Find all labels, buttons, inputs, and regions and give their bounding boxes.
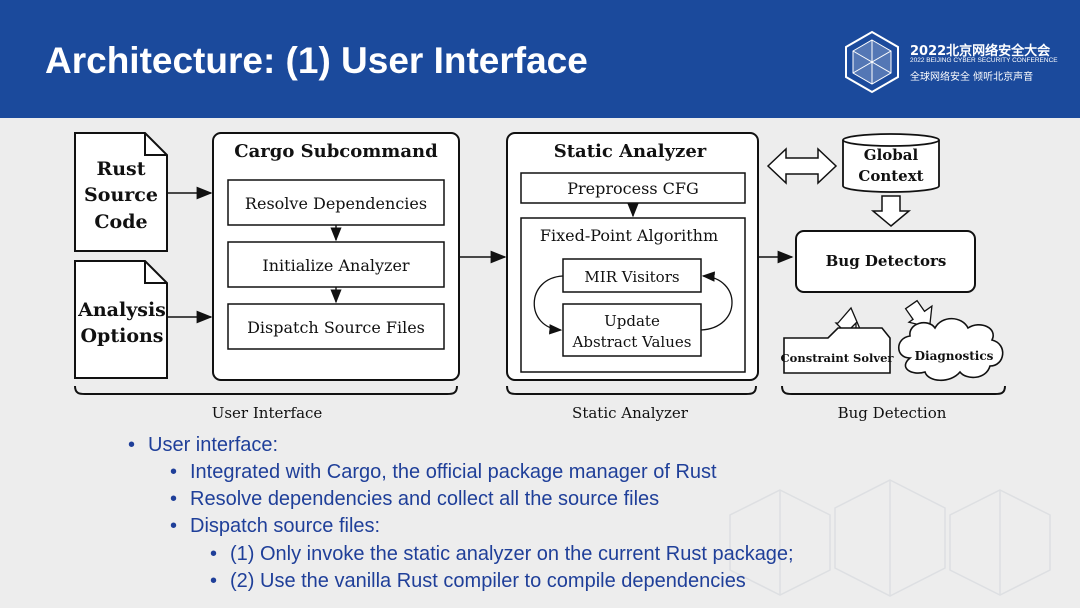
preprocess-cfg-label: Preprocess CFG <box>567 179 698 198</box>
conference-name-cn: 2022北京网络安全大会 <box>910 44 1051 59</box>
analysis-options-line-2: Options <box>80 325 163 347</box>
bullet-text: (1) Only invoke the static analyzer on t… <box>230 543 794 565</box>
bullet-text: Integrated with Cargo, the official pack… <box>190 461 717 483</box>
rust-source-line-1: Rust <box>96 158 145 180</box>
bullet-item: •Resolve dependencies and collect all th… <box>170 488 660 510</box>
update-label-line-1: Update <box>604 312 660 330</box>
rust-source-line-2: Source <box>84 184 158 206</box>
slide-title: Architecture: (1) User Interface <box>45 40 588 81</box>
bullet-text: Dispatch source files: <box>190 515 381 537</box>
initialize-analyzer-label: Initialize Analyzer <box>262 256 410 275</box>
analysis-options-doc: Analysis Options <box>74 260 168 379</box>
mir-visitors-label: MIR Visitors <box>584 268 679 286</box>
rust-source-code-doc: Rust Source Code <box>74 132 168 252</box>
conference-slogan: 全球网络安全 倾听北京声音 <box>910 72 1034 83</box>
bullet-list: •User interface: •Integrated with Cargo,… <box>0 428 1080 608</box>
dispatch-source-files-box <box>227 303 445 350</box>
global-context-line-1: Global <box>864 146 919 164</box>
static-analyzer-box: Static Analyzer Preprocess CFG Fixed-Poi… <box>506 132 759 381</box>
static-analyzer-brace <box>506 385 757 395</box>
fixed-point-algorithm-label: Fixed-Point Algorithm <box>540 226 718 245</box>
block-arrow-down-icon <box>870 195 912 227</box>
diagnostics-label: Diagnostics <box>915 349 994 363</box>
group-label-user-interface: User Interface <box>212 404 323 422</box>
bullet-item: •(1) Only invoke the static analyzer on … <box>210 543 794 565</box>
group-label-bug-detection: Bug Detection <box>838 404 947 422</box>
static-analyzer-title: Static Analyzer <box>554 141 707 162</box>
update-abstract-values-box <box>562 303 702 357</box>
resolve-dependencies-label: Resolve Dependencies <box>245 194 427 213</box>
dispatch-source-files-label: Dispatch Source Files <box>247 318 425 337</box>
double-arrow-icon <box>766 147 838 185</box>
block-arrow-diag-icon <box>904 299 933 329</box>
global-context-line-2: Context <box>858 167 923 185</box>
group-label-static-analyzer: Static Analyzer <box>572 404 689 422</box>
diagnostics-cloud: Diagnostics <box>897 317 1004 382</box>
bullet-item: •Integrated with Cargo, the official pac… <box>170 461 717 483</box>
conference-name-en: 2022 BEIJING CYBER SECURITY CONFERENCE <box>910 57 1058 64</box>
rust-source-line-3: Code <box>94 211 147 233</box>
conference-logo-icon <box>845 30 899 94</box>
mir-visitors-box <box>562 258 702 293</box>
architecture-diagram: Rust Source Code Analysis Options Cargo … <box>74 132 1006 422</box>
bug-detectors-box <box>795 230 976 293</box>
title-bar: Architecture: (1) User Interface 2022北京网… <box>0 0 1080 118</box>
cargo-subcommand-box: Cargo Subcommand Resolve Dependencies In… <box>212 132 460 381</box>
user-interface-brace <box>74 385 458 395</box>
bullet-item: •Dispatch source files: <box>170 515 381 537</box>
bug-detection-brace <box>781 385 1006 395</box>
bullet-text: User interface: <box>148 434 279 456</box>
bullet-item: •User interface: <box>128 434 279 456</box>
update-label-line-2: Abstract Values <box>572 333 692 351</box>
constraint-solver-folder: Constraint Solver <box>781 327 895 374</box>
background-watermark-icon <box>729 479 1051 597</box>
constraint-solver-label: Constraint Solver <box>781 351 895 365</box>
analysis-options-line-1: Analysis <box>77 299 166 321</box>
loop-arrow-right <box>700 271 733 331</box>
bullet-item: •(2) Use the vanilla Rust compiler to co… <box>210 570 746 592</box>
loop-arrow-left <box>533 275 564 335</box>
bug-detectors-label: Bug Detectors <box>826 252 947 270</box>
global-context-db: Global Context <box>842 133 940 193</box>
bullet-text: (2) Use the vanilla Rust compiler to com… <box>230 570 746 592</box>
cargo-subcommand-title: Cargo Subcommand <box>234 141 438 162</box>
bullet-text: Resolve dependencies and collect all the… <box>190 488 660 510</box>
